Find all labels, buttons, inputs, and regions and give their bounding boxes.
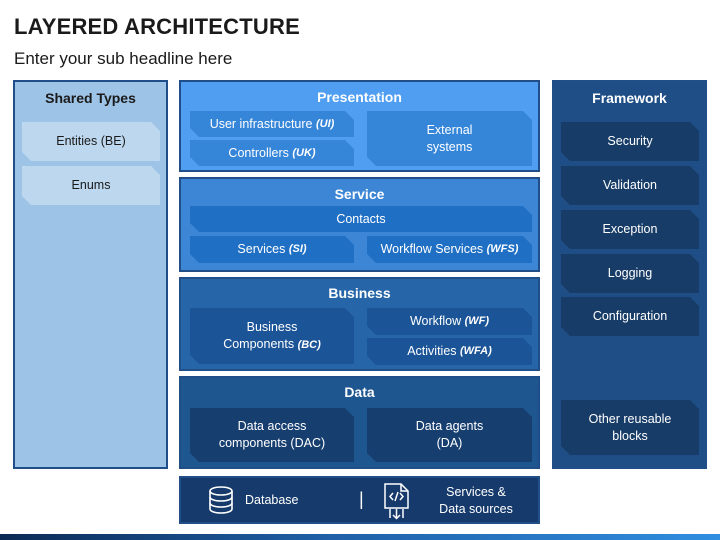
contacts-box: Contacts	[190, 206, 532, 232]
logging-box: Logging	[561, 254, 699, 293]
workflow-services-tag: (WFS)	[486, 243, 519, 255]
business-components-box: Business Components (BC)	[190, 308, 354, 364]
services-sources-icon	[381, 482, 413, 520]
data-agents-box: Data agents (DA)	[367, 408, 532, 462]
controllers-tag: (UK)	[292, 146, 316, 159]
exception-label: Exception	[602, 222, 658, 236]
user-infrastructure-label: User infrastructure	[209, 116, 313, 131]
database-icon	[206, 485, 240, 517]
validation-label: Validation	[603, 178, 657, 192]
service-title: Service	[334, 186, 385, 202]
external-systems-box: External systems	[367, 111, 532, 166]
services-sources-line1: Services &	[446, 485, 506, 499]
configuration-label: Configuration	[592, 309, 668, 323]
services-sources-line2: Data sources	[439, 502, 513, 516]
business-title: Business	[328, 285, 391, 301]
database-label: Database	[245, 493, 299, 507]
data-title: Data	[344, 384, 375, 400]
shared-types-panel: Shared Types Entities (BE) Enums	[13, 80, 168, 469]
other-reusable-blocks-box: Other reusable blocks	[561, 400, 699, 455]
controllers-box: Controllers (UK)	[190, 140, 354, 166]
framework-panel: Framework Security Validation Exception …	[552, 80, 707, 469]
contacts-label: Contacts	[336, 211, 386, 226]
security-box: Security	[561, 122, 699, 161]
business-components-line1: Business	[246, 319, 298, 334]
enums-box: Enums	[22, 166, 160, 205]
activities-label: Activities	[407, 344, 457, 358]
workflow-label: Workflow	[409, 314, 462, 328]
workflow-tag: (WF)	[464, 315, 490, 327]
data-agents-line1: Data agents	[415, 419, 484, 433]
data-access-line1: Data access	[237, 419, 307, 433]
validation-box: Validation	[561, 166, 699, 205]
business-panel: Business Business Components (BC) Workfl…	[179, 277, 540, 371]
enums-label: Enums	[71, 178, 111, 192]
bottom-accent-bar	[0, 534, 720, 540]
shared-types-title: Shared Types	[45, 90, 136, 106]
data-sources-bar: Database | Services & Data sources	[179, 476, 540, 524]
data-access-components-box: Data access components (DAC)	[190, 408, 354, 462]
workflow-box: Workflow (WF)	[367, 308, 532, 335]
page-subtitle: Enter your sub headline here	[14, 49, 233, 68]
configuration-box: Configuration	[561, 297, 699, 336]
entities-label: Entities (BE)	[56, 134, 126, 148]
framework-title: Framework	[592, 90, 667, 106]
presentation-title: Presentation	[317, 89, 402, 105]
controllers-label: Controllers	[228, 145, 289, 160]
activities-box: Activities (WFA)	[367, 338, 532, 365]
activities-tag: (WFA)	[460, 345, 492, 357]
external-systems-line2: systems	[426, 139, 473, 154]
data-access-line2: components (DAC)	[218, 436, 326, 450]
other-reusable-line1: Other reusable	[588, 411, 672, 426]
business-components-tag: (BC)	[297, 338, 321, 351]
business-components-line2: Components	[223, 336, 295, 351]
other-reusable-line2: blocks	[612, 428, 648, 443]
separator: |	[359, 489, 364, 509]
user-infrastructure-tag: (UI)	[315, 117, 335, 130]
workflow-services-label: Workflow Services	[380, 242, 484, 256]
exception-box: Exception	[561, 210, 699, 249]
user-infrastructure-box: User infrastructure (UI)	[190, 111, 354, 137]
services-sources-label: Services & Data sources	[421, 484, 531, 518]
page-title: LAYERED ARCHITECTURE	[14, 14, 300, 39]
services-box: Services (SI)	[190, 236, 354, 263]
presentation-panel: Presentation User infrastructure (UI) Co…	[179, 80, 540, 172]
services-tag: (SI)	[288, 243, 307, 255]
services-label: Services	[237, 242, 286, 256]
data-agents-line2: (DA)	[436, 436, 463, 450]
data-panel: Data Data access components (DAC) Data a…	[179, 376, 540, 469]
workflow-services-box: Workflow Services (WFS)	[367, 236, 532, 263]
security-label: Security	[607, 134, 653, 148]
external-systems-line1: External	[426, 122, 473, 137]
service-panel: Service Contacts Services (SI) Workflow …	[179, 177, 540, 272]
logging-label: Logging	[607, 266, 653, 280]
entities-box: Entities (BE)	[22, 122, 160, 161]
